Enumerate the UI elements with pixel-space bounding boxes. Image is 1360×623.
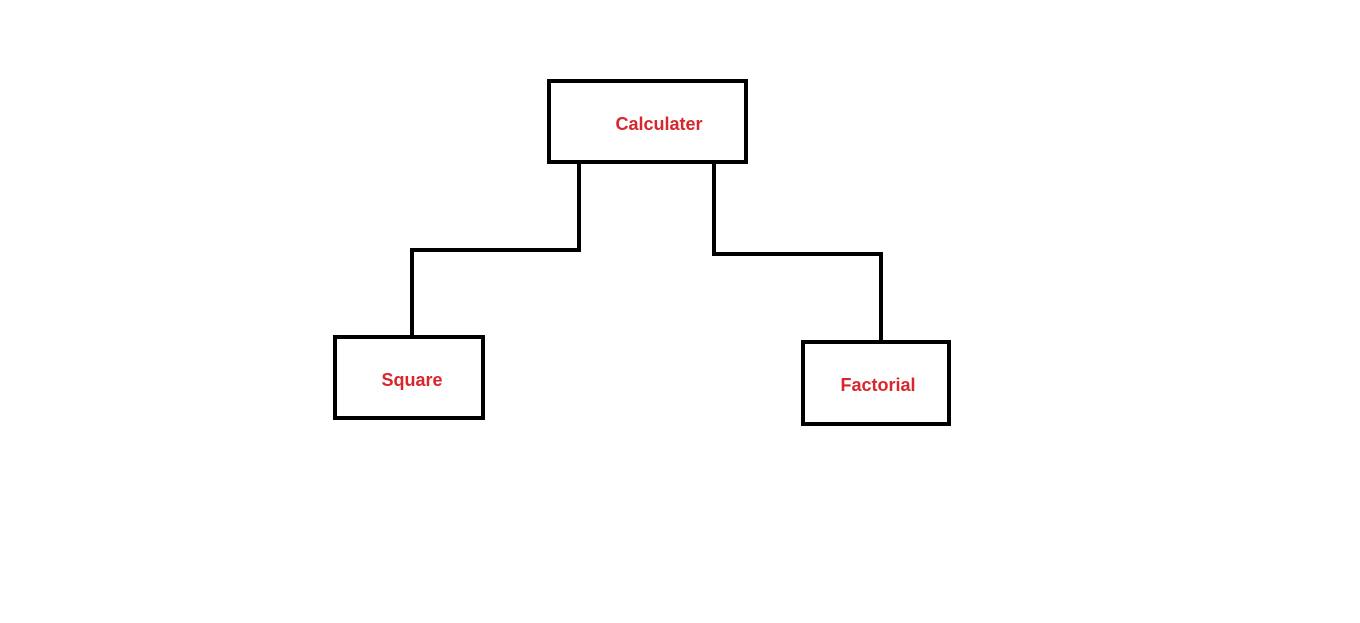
node-factorial-box [801, 340, 951, 426]
node-square-box [333, 335, 485, 420]
node-calculater-box [547, 79, 748, 164]
node-square-label: Square [381, 370, 442, 390]
node-factorial: Factorial [801, 340, 951, 426]
node-factorial-label: Factorial [840, 375, 915, 395]
node-calculater: Calculater [547, 79, 748, 164]
connector-calculater-to-factorial [712, 163, 883, 342]
node-square: Square [333, 335, 485, 420]
connector-calculater-to-square [410, 163, 581, 337]
node-calculater-label: Calculater [615, 114, 702, 134]
